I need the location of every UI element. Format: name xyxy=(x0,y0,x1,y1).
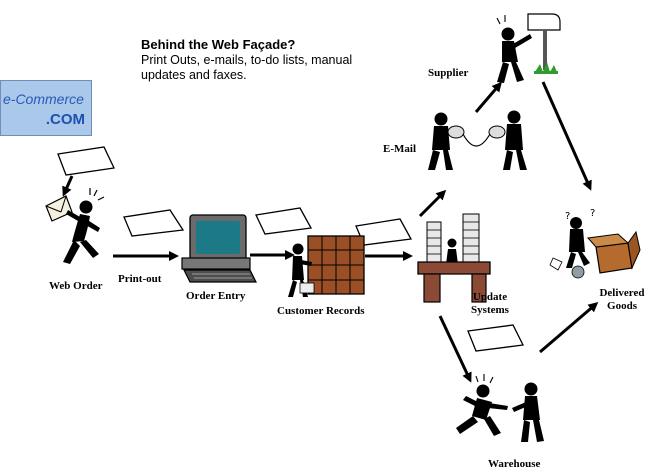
label-delivered-line2: Goods xyxy=(607,300,637,312)
arrow-update-to-email xyxy=(418,189,447,218)
heading-subtitle-line1: Print Outs, e-mails, to-do lists, manual xyxy=(141,53,353,67)
paper-sheet-icon xyxy=(57,146,115,176)
diagram-heading: Behind the Web Façade? Print Outs, e-mai… xyxy=(141,37,401,83)
label-print-out: Print-out xyxy=(118,273,162,285)
filing-cabinet-icon xyxy=(288,235,365,297)
heading-subtitle-line2: updates and faxes. xyxy=(141,68,247,82)
label-email: E-Mail xyxy=(383,143,416,155)
email-people-icon xyxy=(428,110,527,170)
arrow-email-to-supplier xyxy=(474,81,502,113)
label-web-order: Web Order xyxy=(49,280,103,292)
label-update-systems-line1: Update xyxy=(472,291,508,303)
ecommerce-logo: e-Commerce .COM xyxy=(0,80,92,136)
svg-text:?: ? xyxy=(565,211,570,222)
label-order-entry: Order Entry xyxy=(186,290,246,302)
paper-sheet-icon xyxy=(123,209,185,237)
delivered-goods-icon: ? ? xyxy=(549,208,641,279)
heading-title: Behind the Web Façade? xyxy=(141,37,296,52)
paper-sheet-icon xyxy=(467,324,524,352)
label-customer-records: Customer Records xyxy=(277,305,365,317)
logo-line-com: .COM xyxy=(45,111,85,128)
label-supplier: Supplier xyxy=(428,67,469,79)
svg-text:?: ? xyxy=(590,208,595,219)
logo-line-ecommerce: e-Commerce xyxy=(3,91,84,107)
warehouse-workers-icon xyxy=(456,374,544,442)
label-update-systems-line2: Systems xyxy=(471,304,509,316)
supplier-mailbox-icon xyxy=(496,13,561,83)
computer-icon xyxy=(181,214,257,283)
web-order-person-icon xyxy=(45,188,105,264)
label-delivered-goods: Delivered Goods xyxy=(596,287,648,313)
label-warehouse: Warehouse xyxy=(488,458,541,470)
update-systems-desk-icon xyxy=(417,213,491,303)
label-update-systems: Update Systems xyxy=(462,291,518,317)
arrow-supplier-to-delivered xyxy=(541,81,592,191)
paper-sheet-icon xyxy=(255,207,313,235)
arrow-logo-to-web-order xyxy=(62,175,74,197)
label-delivered-line1: Delivered xyxy=(599,287,645,299)
arrow-warehouse-to-delivered xyxy=(539,302,599,354)
arrow-update-to-warehouse xyxy=(438,315,472,383)
